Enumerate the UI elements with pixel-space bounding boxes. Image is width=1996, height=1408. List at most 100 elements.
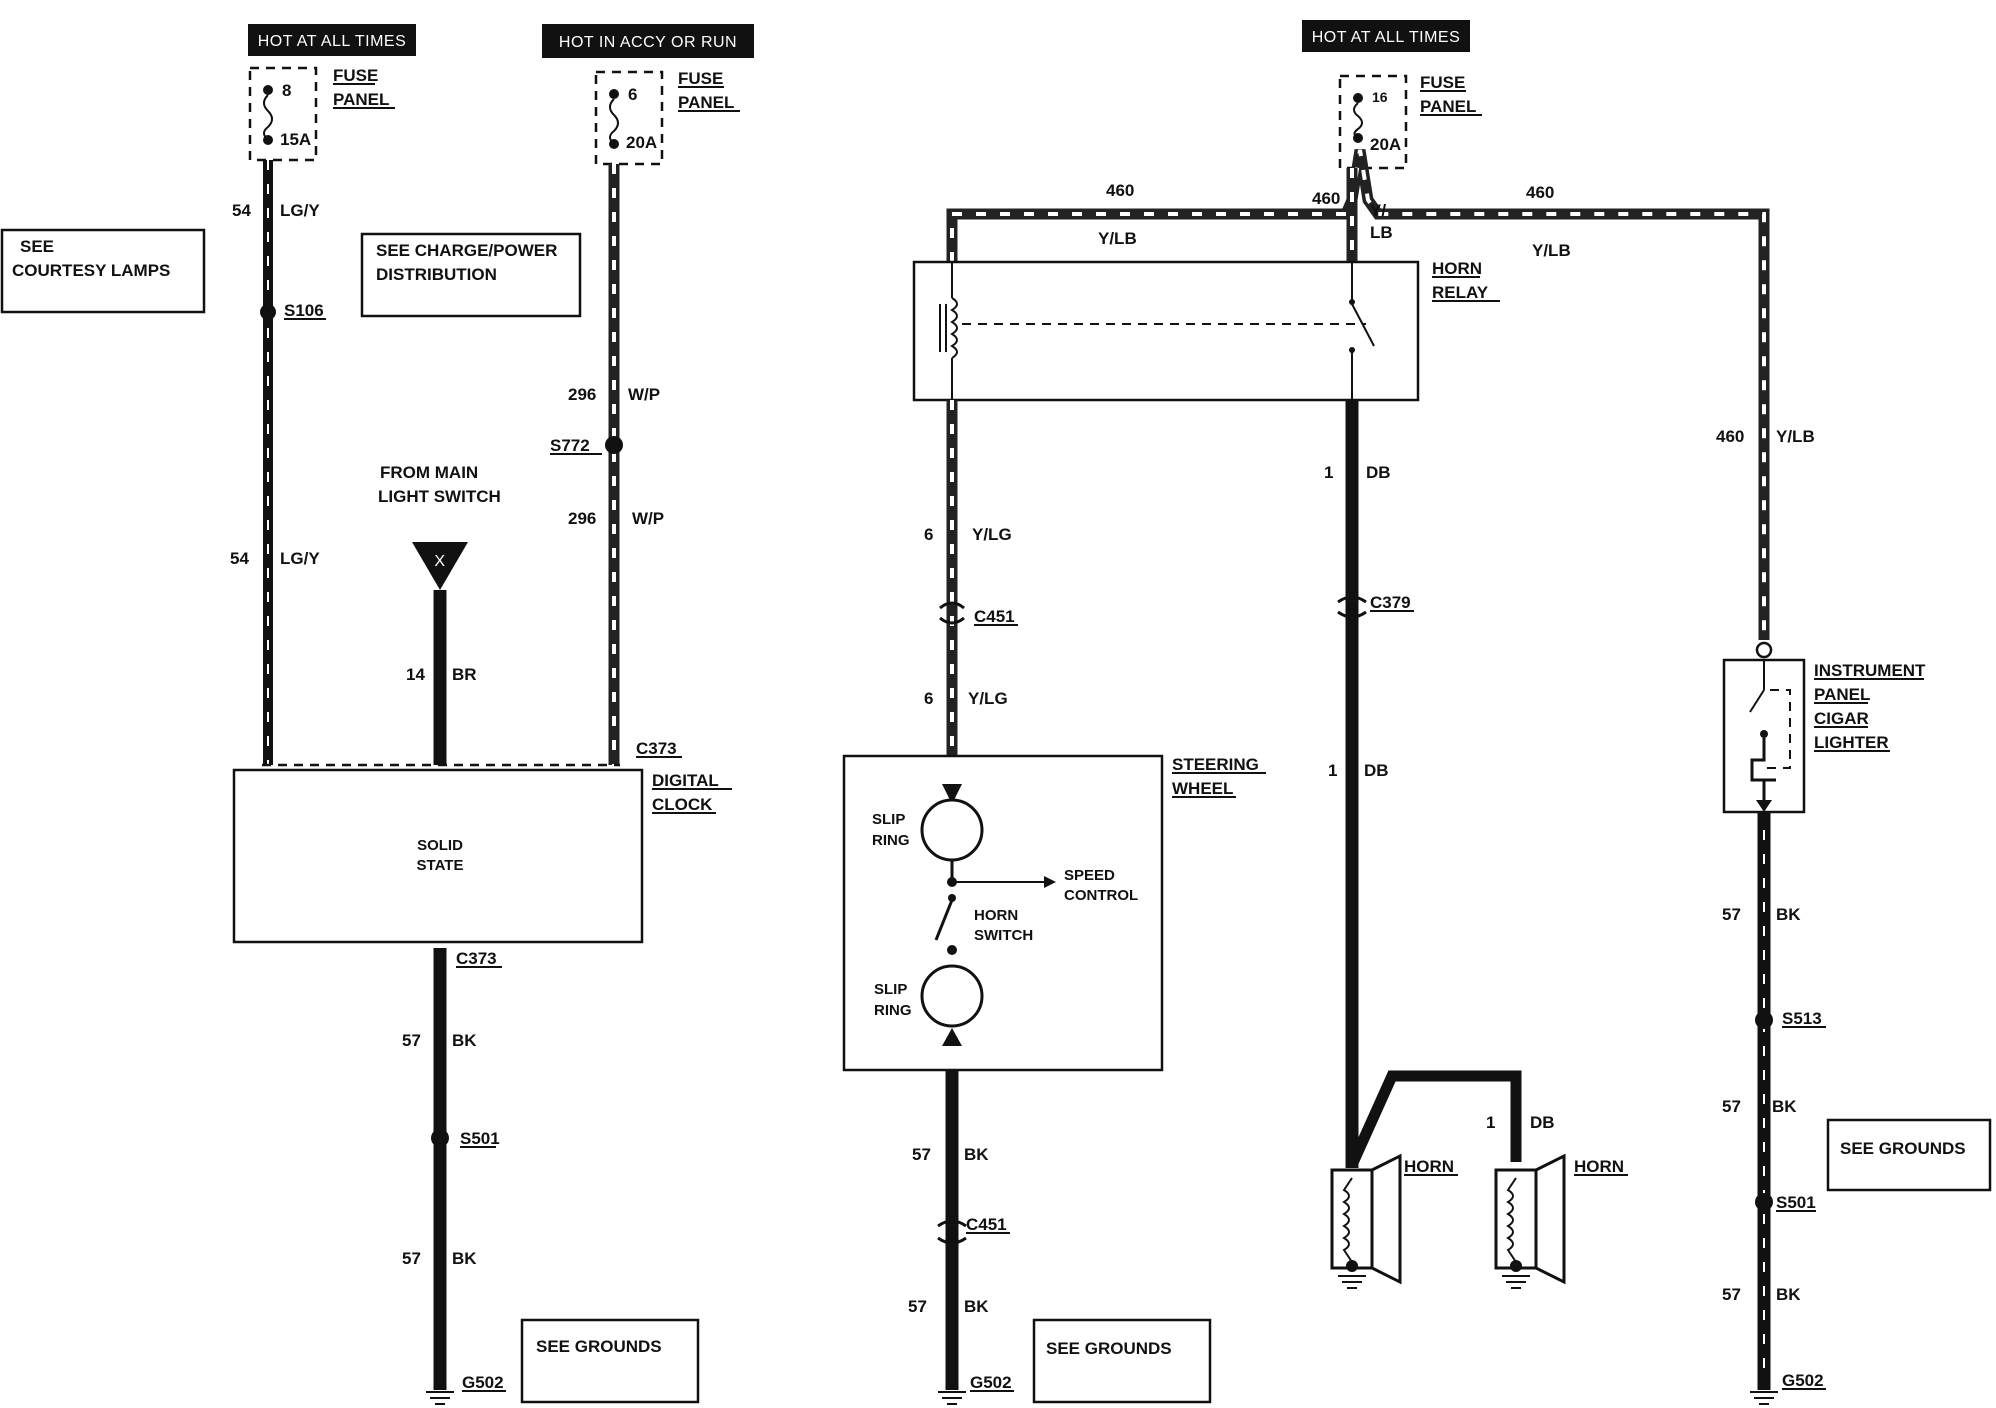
svg-text:CONTROL: CONTROL [1064, 887, 1138, 904]
header-mid-hot-in-accy-or-run: HOT IN ACCY OR RUN [542, 24, 754, 58]
svg-text:S513: S513 [1782, 1009, 1822, 1028]
svg-text:15A: 15A [280, 130, 311, 149]
svg-text:57: 57 [402, 1031, 421, 1050]
horn-right: HORN [1494, 1153, 1628, 1289]
svg-text:BK: BK [452, 1031, 477, 1050]
fuse-8: 8 15A FUSE PANEL [248, 66, 395, 162]
svg-text:460: 460 [1526, 183, 1554, 202]
wire-57-bk-clock-ground: C373 57 BK S501 57 BK G502 [402, 948, 506, 1405]
horn-left: HORN [1330, 1153, 1458, 1289]
svg-text:LB: LB [1370, 223, 1393, 242]
steering-wheel: SLIP RING SPEED CONTROL HORN SWITCH SLIP… [842, 754, 1266, 1072]
svg-text:BK: BK [452, 1249, 477, 1268]
svg-text:57: 57 [402, 1249, 421, 1268]
svg-text:460: 460 [1312, 189, 1340, 208]
svg-text:54: 54 [230, 549, 249, 568]
see-grounds-note-left: SEE GROUNDS [520, 1318, 700, 1404]
svg-text:16: 16 [1372, 89, 1388, 105]
wire-1-db: 1 DB C379 1 DB 1 DB [1324, 400, 1555, 1168]
svg-text:Y/LB: Y/LB [1776, 427, 1815, 446]
see-grounds-note-middle: SEE GROUNDS [1032, 1318, 1212, 1404]
svg-text:Y/LB: Y/LB [1098, 229, 1137, 248]
svg-text:BK: BK [964, 1145, 989, 1164]
svg-text:Y/: Y/ [1370, 201, 1386, 220]
wire-296-wp: 296 W/P S772 296 W/P [550, 164, 664, 765]
svg-text:SEE CHARGE/POWER: SEE CHARGE/POWER [376, 241, 557, 260]
header-left-hot-at-all-times: HOT AT ALL TIMES [248, 24, 416, 56]
svg-text:SWITCH: SWITCH [974, 927, 1033, 944]
svg-text:57: 57 [908, 1297, 927, 1316]
svg-text:G502: G502 [970, 1373, 1012, 1392]
svg-text:SLIP: SLIP [874, 981, 907, 998]
svg-text:HORN: HORN [1404, 1157, 1454, 1176]
svg-text:S106: S106 [284, 301, 324, 320]
svg-text:1: 1 [1328, 761, 1337, 780]
svg-text:FUSE: FUSE [678, 69, 723, 88]
svg-text:14: 14 [406, 665, 425, 684]
svg-text:CLOCK: CLOCK [652, 795, 713, 814]
c373-top-label: C373 [636, 739, 682, 758]
wire-460-ylb: 460 Y/LB 460 Y/ LB 460 Y/LB 460 Y/LB [946, 149, 1815, 640]
svg-text:RING: RING [874, 1002, 912, 1019]
svg-text:DB: DB [1530, 1113, 1555, 1132]
svg-text:C373: C373 [456, 949, 497, 968]
svg-text:SEE GROUNDS: SEE GROUNDS [1046, 1339, 1172, 1358]
svg-text:WHEEL: WHEEL [1172, 779, 1233, 798]
svg-text:BK: BK [1776, 905, 1801, 924]
svg-text:LIGHT SWITCH: LIGHT SWITCH [378, 487, 501, 506]
svg-text:SEE GROUNDS: SEE GROUNDS [536, 1337, 662, 1356]
svg-text:STEERING: STEERING [1172, 755, 1259, 774]
svg-text:1: 1 [1486, 1113, 1495, 1132]
svg-text:1: 1 [1324, 463, 1333, 482]
svg-text:HOT AT ALL TIMES: HOT AT ALL TIMES [258, 33, 407, 50]
svg-text:20A: 20A [1370, 135, 1401, 154]
svg-text:HORN: HORN [1432, 259, 1482, 278]
svg-text:6: 6 [628, 85, 637, 104]
svg-text:DB: DB [1366, 463, 1391, 482]
svg-text:RING: RING [872, 832, 910, 849]
svg-text:HORN: HORN [1574, 1157, 1624, 1176]
svg-text:C373: C373 [636, 739, 677, 758]
svg-text:S501: S501 [460, 1129, 500, 1148]
svg-text:FUSE: FUSE [333, 66, 378, 85]
svg-text:G502: G502 [462, 1373, 504, 1392]
svg-text:20A: 20A [626, 133, 657, 152]
svg-text:57: 57 [1722, 1285, 1741, 1304]
wire-14-br: X 14 BR [406, 542, 477, 765]
svg-text:296: 296 [568, 509, 596, 528]
svg-text:6: 6 [924, 689, 933, 708]
from-main-light-switch-note: FROM MAIN LIGHT SWITCH [378, 463, 501, 506]
svg-text:PANEL: PANEL [1814, 685, 1870, 704]
svg-text:296: 296 [568, 385, 596, 404]
svg-text:C451: C451 [966, 1215, 1007, 1234]
wire-54-lgy: 54 LG/Y S106 54 LG/Y [230, 160, 326, 765]
svg-text:HORN: HORN [974, 907, 1018, 924]
svg-text:54: 54 [232, 201, 251, 220]
svg-text:SLIP: SLIP [872, 811, 905, 828]
svg-text:SEE GROUNDS: SEE GROUNDS [1840, 1139, 1966, 1158]
svg-text:S772: S772 [550, 436, 590, 455]
svg-text:RELAY: RELAY [1432, 283, 1489, 302]
svg-text:57: 57 [1722, 905, 1741, 924]
svg-text:HOT IN ACCY OR RUN: HOT IN ACCY OR RUN [559, 34, 737, 51]
svg-text:8: 8 [282, 81, 291, 100]
svg-text:DIGITAL: DIGITAL [652, 771, 719, 790]
svg-text:FROM MAIN: FROM MAIN [380, 463, 478, 482]
svg-text:57: 57 [912, 1145, 931, 1164]
svg-text:C379: C379 [1370, 593, 1411, 612]
svg-text:LIGHTER: LIGHTER [1814, 733, 1889, 752]
svg-text:PANEL: PANEL [333, 90, 389, 109]
svg-text:PANEL: PANEL [1420, 97, 1476, 116]
svg-text:460: 460 [1716, 427, 1744, 446]
see-courtesy-lamps-note: SEE COURTESY LAMPS [0, 228, 206, 314]
svg-text:C451: C451 [974, 607, 1015, 626]
svg-text:Y/LG: Y/LG [968, 689, 1008, 708]
svg-text:PANEL: PANEL [678, 93, 734, 112]
svg-text:LG/Y: LG/Y [280, 201, 320, 220]
svg-text:W/P: W/P [632, 509, 664, 528]
svg-text:INSTRUMENT: INSTRUMENT [1814, 661, 1926, 680]
fuse-16: 16 20A FUSE PANEL [1338, 73, 1482, 170]
svg-text:Y/LG: Y/LG [972, 525, 1012, 544]
svg-text:57: 57 [1722, 1097, 1741, 1116]
cigar-lighter: INSTRUMENT PANEL CIGAR LIGHTER [1722, 641, 1926, 814]
